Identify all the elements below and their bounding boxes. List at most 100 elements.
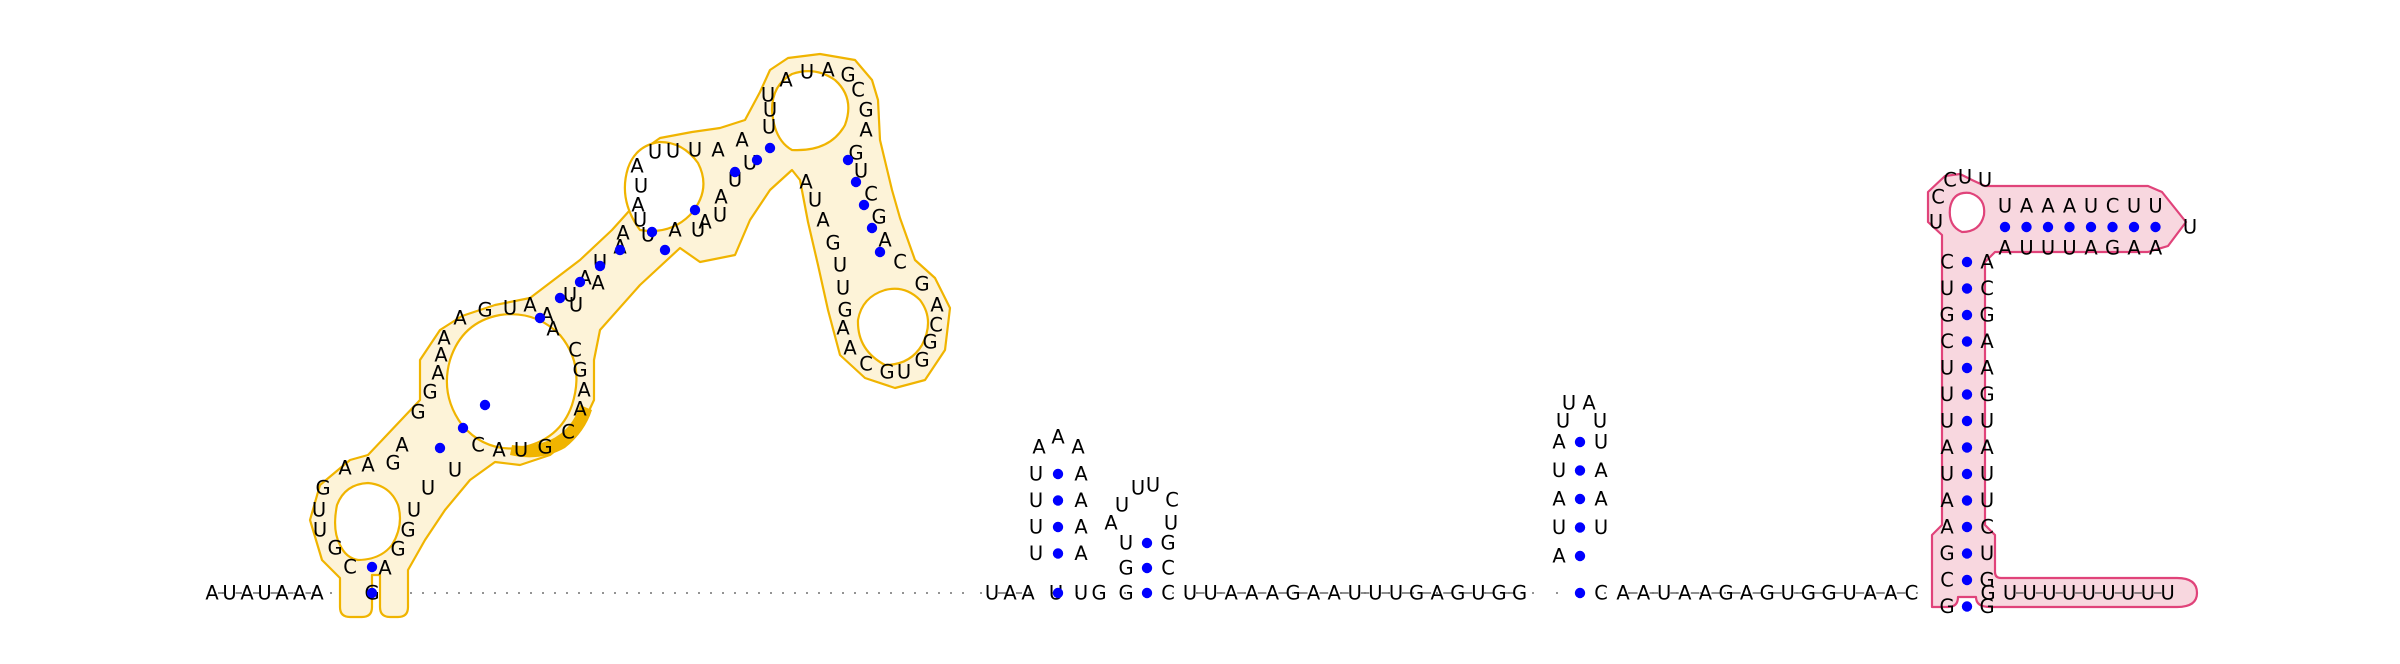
baseline-nucleotide: A xyxy=(1699,582,1713,605)
orange-domain-nucleotide: U xyxy=(563,284,577,307)
baseline-nucleotide: U xyxy=(1348,582,1362,605)
base-pair-dot xyxy=(2107,221,2118,233)
base-pair-dot xyxy=(1574,550,1586,562)
hairpin-a-nucleotide: A xyxy=(1074,516,1088,539)
orange-domain-nucleotide: U xyxy=(634,175,648,198)
orange-domain-nucleotide: U xyxy=(836,277,850,300)
hairpin-a-loop: A xyxy=(1051,426,1065,449)
hairpin-c-loop: U xyxy=(1593,410,1607,433)
pink-helix-left: C xyxy=(1940,569,1954,592)
baseline-nucleotide: A xyxy=(1003,582,1017,605)
pink-helix-left: A xyxy=(1940,489,1954,512)
pink-arm-bottom: U xyxy=(2062,237,2076,260)
baseline-nucleotide: U xyxy=(1781,582,1795,605)
base-pair-dot xyxy=(457,422,469,434)
hairpin-b-nucleotide: C xyxy=(1165,489,1179,512)
baseline-nucleotide: A xyxy=(1616,582,1630,605)
baseline-nucleotide: G xyxy=(1760,582,1775,605)
pink-helix-right: A xyxy=(1980,330,1994,353)
hairpin-b-nucleotide: U xyxy=(1131,477,1145,500)
five-prime-nucleotide: A xyxy=(310,582,324,605)
terminal-nucleotide: G xyxy=(1980,582,1995,605)
orange-domain-nucleotide: G xyxy=(922,331,937,354)
orange-domain-nucleotide: U xyxy=(800,61,814,84)
pink-helix-left: U xyxy=(1940,383,1954,406)
base-pair-dot xyxy=(1961,495,1973,506)
pink-helix-right: A xyxy=(1980,251,1994,274)
pink-helix-right: G xyxy=(1979,595,1994,618)
baseline-nucleotide: A xyxy=(1021,582,1035,605)
base-pair-dot xyxy=(842,154,854,166)
pink-helix-right: C xyxy=(1980,277,1994,300)
baseline-nucleotide: U xyxy=(985,582,999,605)
base-pair-dot xyxy=(1141,537,1153,549)
hairpin-a-nucleotide: U xyxy=(1029,542,1043,565)
hairpin-a-nucleotide: A xyxy=(1074,542,1088,565)
orange-domain-nucleotide: A xyxy=(878,229,892,252)
baseline-nucleotide: A xyxy=(1245,582,1259,605)
orange-domain-nucleotide: G xyxy=(914,273,929,296)
orange-domain-nucleotide: G xyxy=(390,538,405,561)
pink-arm-top: A xyxy=(2041,195,2055,218)
pink-helix-left: A xyxy=(1940,516,1954,539)
hairpin-c-nucleotide: A xyxy=(1594,488,1608,511)
orange-domain-nucleotide: U xyxy=(854,160,868,183)
pink-arm-bottom: A xyxy=(1998,237,2012,260)
orange-domain-nucleotide: C xyxy=(893,251,907,274)
baseline-nucleotide: A xyxy=(1740,582,1754,605)
hairpin-c-loop: U xyxy=(1562,392,1576,415)
pink-arm-bottom: A xyxy=(2127,237,2141,260)
orange-domain-nucleotide: A xyxy=(378,557,392,580)
baseline-nucleotide: U xyxy=(1842,582,1856,605)
pink-helix-left: G xyxy=(1939,304,1954,327)
orange-domain-nucleotide: A xyxy=(735,129,749,152)
pink-arm-bottom: U xyxy=(2041,237,2055,260)
orange-domain-nucleotide: A xyxy=(577,379,591,402)
baseline-nucleotide: G xyxy=(1409,582,1424,605)
orange-domain-nucleotide: A xyxy=(631,194,645,217)
base-pair-dot xyxy=(1141,587,1153,599)
orange-domain-nucleotide: A xyxy=(434,344,448,367)
highlighted-accent-segment xyxy=(510,405,592,458)
orange-domain-highlight xyxy=(308,52,952,619)
orange-domain-nucleotide: A xyxy=(395,434,409,457)
five-prime-nucleotide: U xyxy=(257,582,271,605)
baseline-nucleotide: U xyxy=(1368,582,1382,605)
baseline-nucleotide: A xyxy=(1678,582,1692,605)
base-pair-dot xyxy=(1052,587,1064,599)
base-pair-dot xyxy=(366,587,378,599)
baseline-nucleotide: G xyxy=(1801,582,1816,605)
base-pair-dot xyxy=(1999,221,2011,233)
orange-domain-nucleotide: G xyxy=(422,381,437,404)
base-pair-dot xyxy=(1574,493,1586,505)
pink-helix-left: U xyxy=(1940,463,1954,486)
orange-domain-nucleotide: C xyxy=(561,421,575,444)
orange-domain-nucleotide: G xyxy=(879,361,894,384)
base-pair-dot xyxy=(729,166,741,178)
base-pair-dot xyxy=(1961,362,1973,374)
orange-domain-nucleotide: G xyxy=(858,99,873,122)
base-pair-dot xyxy=(866,222,878,234)
base-pair-dot xyxy=(594,260,606,272)
orange-domain-nucleotide: U xyxy=(833,254,847,277)
base-pair-dot xyxy=(1961,601,1973,612)
orange-domain-nucleotide: G xyxy=(537,436,552,459)
orange-domain-nucleotide: G xyxy=(837,299,852,322)
hairpin-a-nucleotide: U xyxy=(1029,489,1043,512)
baseline-nucleotide: A xyxy=(1307,582,1321,605)
base-pair-dot xyxy=(764,142,776,154)
baseline-nucleotide: A xyxy=(1864,582,1878,605)
hairpin-c-nucleotide: A xyxy=(1552,545,1566,568)
orange-domain-nucleotide: U xyxy=(897,361,911,384)
pink-helix-right: A xyxy=(1980,357,1994,380)
base-pair-dot xyxy=(2042,221,2054,233)
pink-loop: U xyxy=(1978,169,1992,192)
baseline-nucleotide: A xyxy=(1637,582,1651,605)
orange-domain-nucleotide: G xyxy=(871,206,886,229)
pink-helix-left: G xyxy=(1939,542,1954,565)
baseline-nucleotide: G xyxy=(1285,582,1300,605)
hairpin-c-nucleotide: A xyxy=(1552,488,1566,511)
orange-domain-nucleotide: G xyxy=(840,64,855,87)
base-pair-layer xyxy=(366,142,2161,612)
